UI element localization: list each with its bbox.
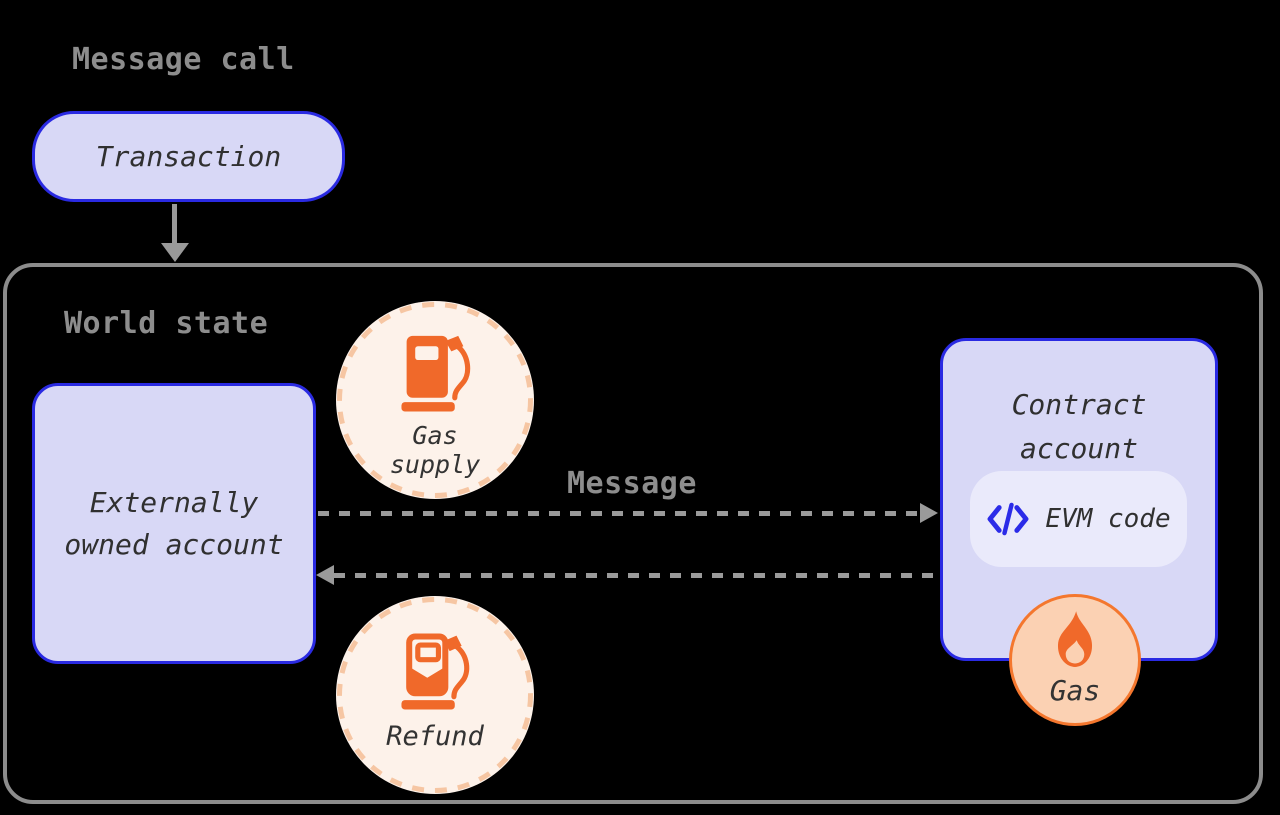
dashed-arrow-right-icon [318, 511, 920, 516]
evm-code-label: EVM code [1045, 504, 1171, 534]
refund-label: Refund [386, 721, 484, 752]
eoa-node: Externally owned account [32, 383, 316, 664]
flame-icon [1057, 611, 1093, 667]
transaction-label: Transaction [95, 139, 282, 173]
gas-pump-refund-icon [401, 633, 470, 710]
gas-supply-badge: Gas supply [336, 301, 534, 499]
eoa-label-line1: Externally [89, 485, 259, 519]
transaction-node: Transaction [32, 111, 345, 202]
gas-supply-label-line2: supply [389, 450, 481, 479]
gas-supply-label-line1: Gas [412, 421, 458, 450]
refund-badge: Refund [336, 596, 534, 794]
gas-pump-icon [401, 335, 471, 412]
gas-label: Gas [1049, 674, 1101, 707]
arrow-down-head-icon [161, 243, 189, 262]
eoa-label-line2: owned account [64, 527, 284, 561]
world-state-label: World state [64, 306, 269, 341]
contract-label-line2: account [1019, 432, 1138, 465]
diagram-title: Message call [72, 42, 295, 77]
arrow-down-icon [172, 204, 177, 244]
gas-badge: Gas [1009, 594, 1141, 726]
code-icon [987, 502, 1029, 536]
contract-label-line1: Contract [1011, 388, 1147, 421]
dashed-arrow-left-head-icon [316, 565, 334, 585]
world-state-panel [3, 263, 1263, 804]
message-label: Message [567, 466, 697, 501]
evm-code-pill: EVM code [970, 471, 1187, 567]
dashed-arrow-right-head-icon [920, 503, 938, 523]
dashed-arrow-left-icon [334, 573, 938, 578]
